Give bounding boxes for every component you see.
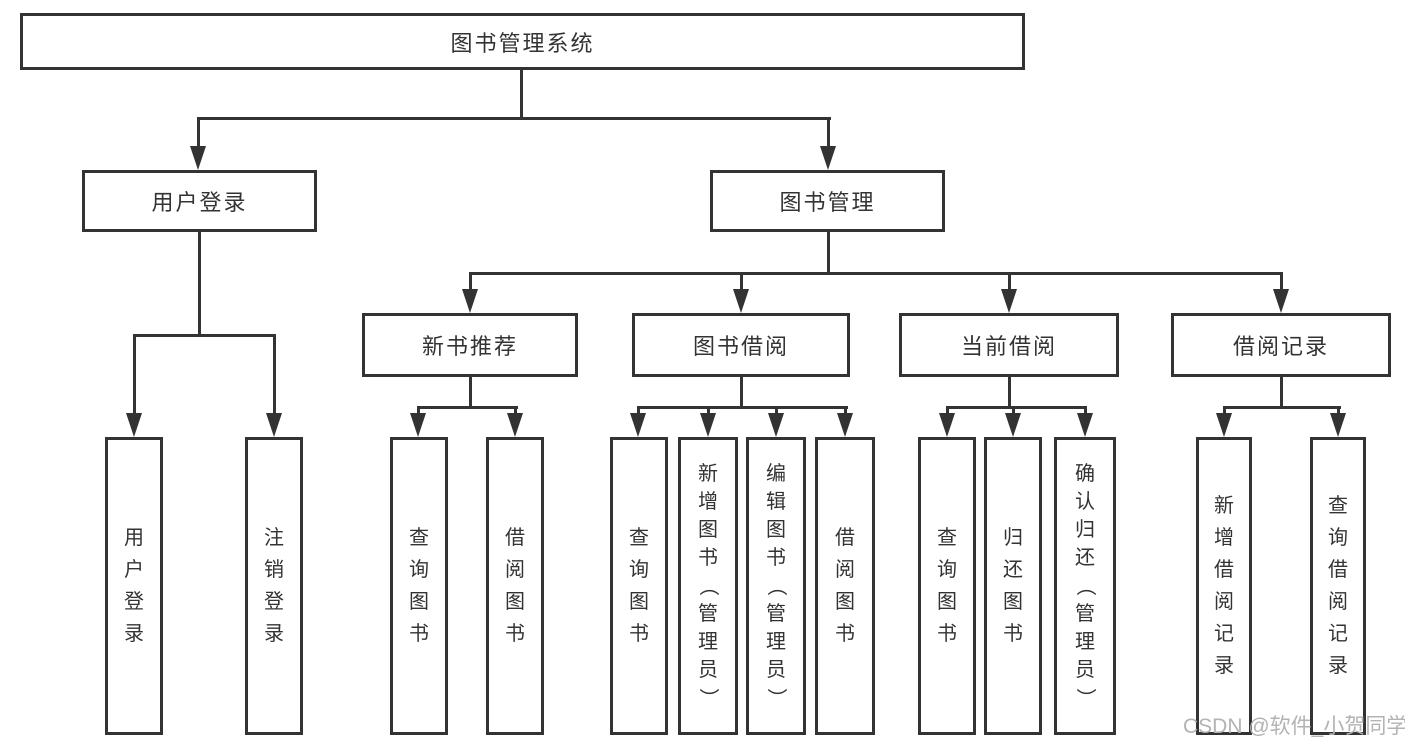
arrow-down-icon <box>1077 413 1093 437</box>
arrow-down-icon <box>768 413 784 437</box>
connector-line <box>197 117 200 151</box>
leaf-borrow-query-book: 查询图书 <box>610 437 668 735</box>
arrow-down-icon <box>733 289 749 313</box>
leaf-newbook-borrow-book-label: 借阅图书 <box>505 527 525 645</box>
connector-line <box>1280 272 1283 294</box>
connector-line <box>740 377 743 408</box>
connector-line <box>1337 406 1340 418</box>
node-root-label: 图书管理系统 <box>450 30 595 56</box>
connector-line <box>637 406 848 409</box>
leaf-borrow-edit-book-admin-label: 编辑图书（管理员） <box>765 463 787 708</box>
connector-line <box>827 232 830 275</box>
leaf-current-confirm-return-admin-label: 确认归还（管理员） <box>1074 463 1096 708</box>
leaf-user-login-label: 用户登录 <box>124 527 144 645</box>
connector-line <box>827 117 830 151</box>
connector-line <box>1008 272 1011 294</box>
arrow-down-icon <box>837 413 853 437</box>
node-root: 图书管理系统 <box>20 13 1025 70</box>
connector-line <box>198 232 201 336</box>
node-book-management: 图书管理 <box>710 170 945 232</box>
leaf-borrow-add-book-admin: 新增图书（管理员） <box>678 437 738 735</box>
node-user-login-label: 用户登录 <box>151 190 248 215</box>
connector-line <box>514 406 517 418</box>
leaf-borrow-add-book-admin-label: 新增图书（管理员） <box>697 463 719 708</box>
connector-line <box>775 406 778 418</box>
connector-line <box>520 70 523 120</box>
leaf-current-return-book: 归还图书 <box>984 437 1042 735</box>
leaf-record-add-borrow-record: 新增借阅记录 <box>1196 437 1252 735</box>
arrow-down-icon <box>1216 413 1232 437</box>
connector-line <box>469 377 472 408</box>
leaf-record-query-borrow-record: 查询借阅记录 <box>1310 437 1366 735</box>
leaf-borrow-edit-book-admin: 编辑图书（管理员） <box>746 437 806 735</box>
connector-line <box>707 406 710 418</box>
leaf-record-add-borrow-record-label: 新增借阅记录 <box>1214 495 1234 677</box>
arrow-down-icon <box>507 413 523 437</box>
connector-line <box>197 117 831 120</box>
arrow-down-icon <box>1001 289 1017 313</box>
arrow-down-icon <box>1005 413 1021 437</box>
leaf-logout-label: 注销登录 <box>264 527 284 645</box>
connector-line <box>417 406 518 409</box>
connector-line <box>844 406 847 418</box>
leaf-current-confirm-return-admin: 确认归还（管理员） <box>1054 437 1116 735</box>
connector-line <box>469 272 1283 275</box>
leaf-borrow-query-book-label: 查询图书 <box>629 527 649 645</box>
connector-line <box>133 334 276 337</box>
connector-line <box>133 334 136 416</box>
leaf-borrow-borrow-book-label: 借阅图书 <box>835 527 855 645</box>
arrow-down-icon <box>190 146 206 170</box>
leaf-record-query-borrow-record-label: 查询借阅记录 <box>1328 495 1348 677</box>
leaf-user-login: 用户登录 <box>105 437 163 735</box>
node-current-borrow-label: 当前借阅 <box>960 334 1057 359</box>
connector-line <box>1223 406 1341 409</box>
connector-line <box>469 272 472 294</box>
node-user-login: 用户登录 <box>82 170 317 232</box>
arrow-down-icon <box>630 413 646 437</box>
arrow-down-icon <box>1273 289 1289 313</box>
arrow-down-icon <box>126 413 142 437</box>
leaf-newbook-borrow-book: 借阅图书 <box>486 437 544 735</box>
connector-line <box>946 406 949 418</box>
leaf-logout: 注销登录 <box>245 437 303 735</box>
connector-line <box>637 406 640 418</box>
node-new-book-recommend: 新书推荐 <box>362 313 578 377</box>
csdn-watermark: CSDN @软件_小贺同学 <box>1183 715 1405 738</box>
arrow-down-icon <box>820 146 836 170</box>
connector-line <box>1280 377 1283 408</box>
node-borrow-record-label: 借阅记录 <box>1232 334 1329 359</box>
arrow-down-icon <box>266 413 282 437</box>
arrow-down-icon <box>700 413 716 437</box>
arrow-down-icon <box>462 289 478 313</box>
node-new-book-recommend-label: 新书推荐 <box>421 334 518 359</box>
connector-line <box>1084 406 1087 418</box>
node-book-management-label: 图书管理 <box>779 190 876 215</box>
arrow-down-icon <box>410 413 426 437</box>
node-current-borrow: 当前借阅 <box>899 313 1119 377</box>
connector-line <box>1223 406 1226 418</box>
leaf-current-query-book-label: 查询图书 <box>937 527 957 645</box>
leaf-borrow-borrow-book: 借阅图书 <box>815 437 875 735</box>
connector-line <box>273 334 276 416</box>
connector-line <box>417 406 420 418</box>
node-book-borrow-label: 图书借阅 <box>692 334 789 359</box>
node-book-borrow: 图书借阅 <box>632 313 850 377</box>
connector-line <box>1008 377 1011 408</box>
node-borrow-record: 借阅记录 <box>1171 313 1391 377</box>
connector-line <box>1012 406 1015 418</box>
arrow-down-icon <box>939 413 955 437</box>
leaf-current-query-book: 查询图书 <box>918 437 976 735</box>
connector-line <box>946 406 1087 409</box>
connector-line <box>740 272 743 294</box>
leaf-newbook-query-book-label: 查询图书 <box>409 527 429 645</box>
leaf-current-return-book-label: 归还图书 <box>1003 527 1023 645</box>
leaf-newbook-query-book: 查询图书 <box>390 437 448 735</box>
arrow-down-icon <box>1330 413 1346 437</box>
